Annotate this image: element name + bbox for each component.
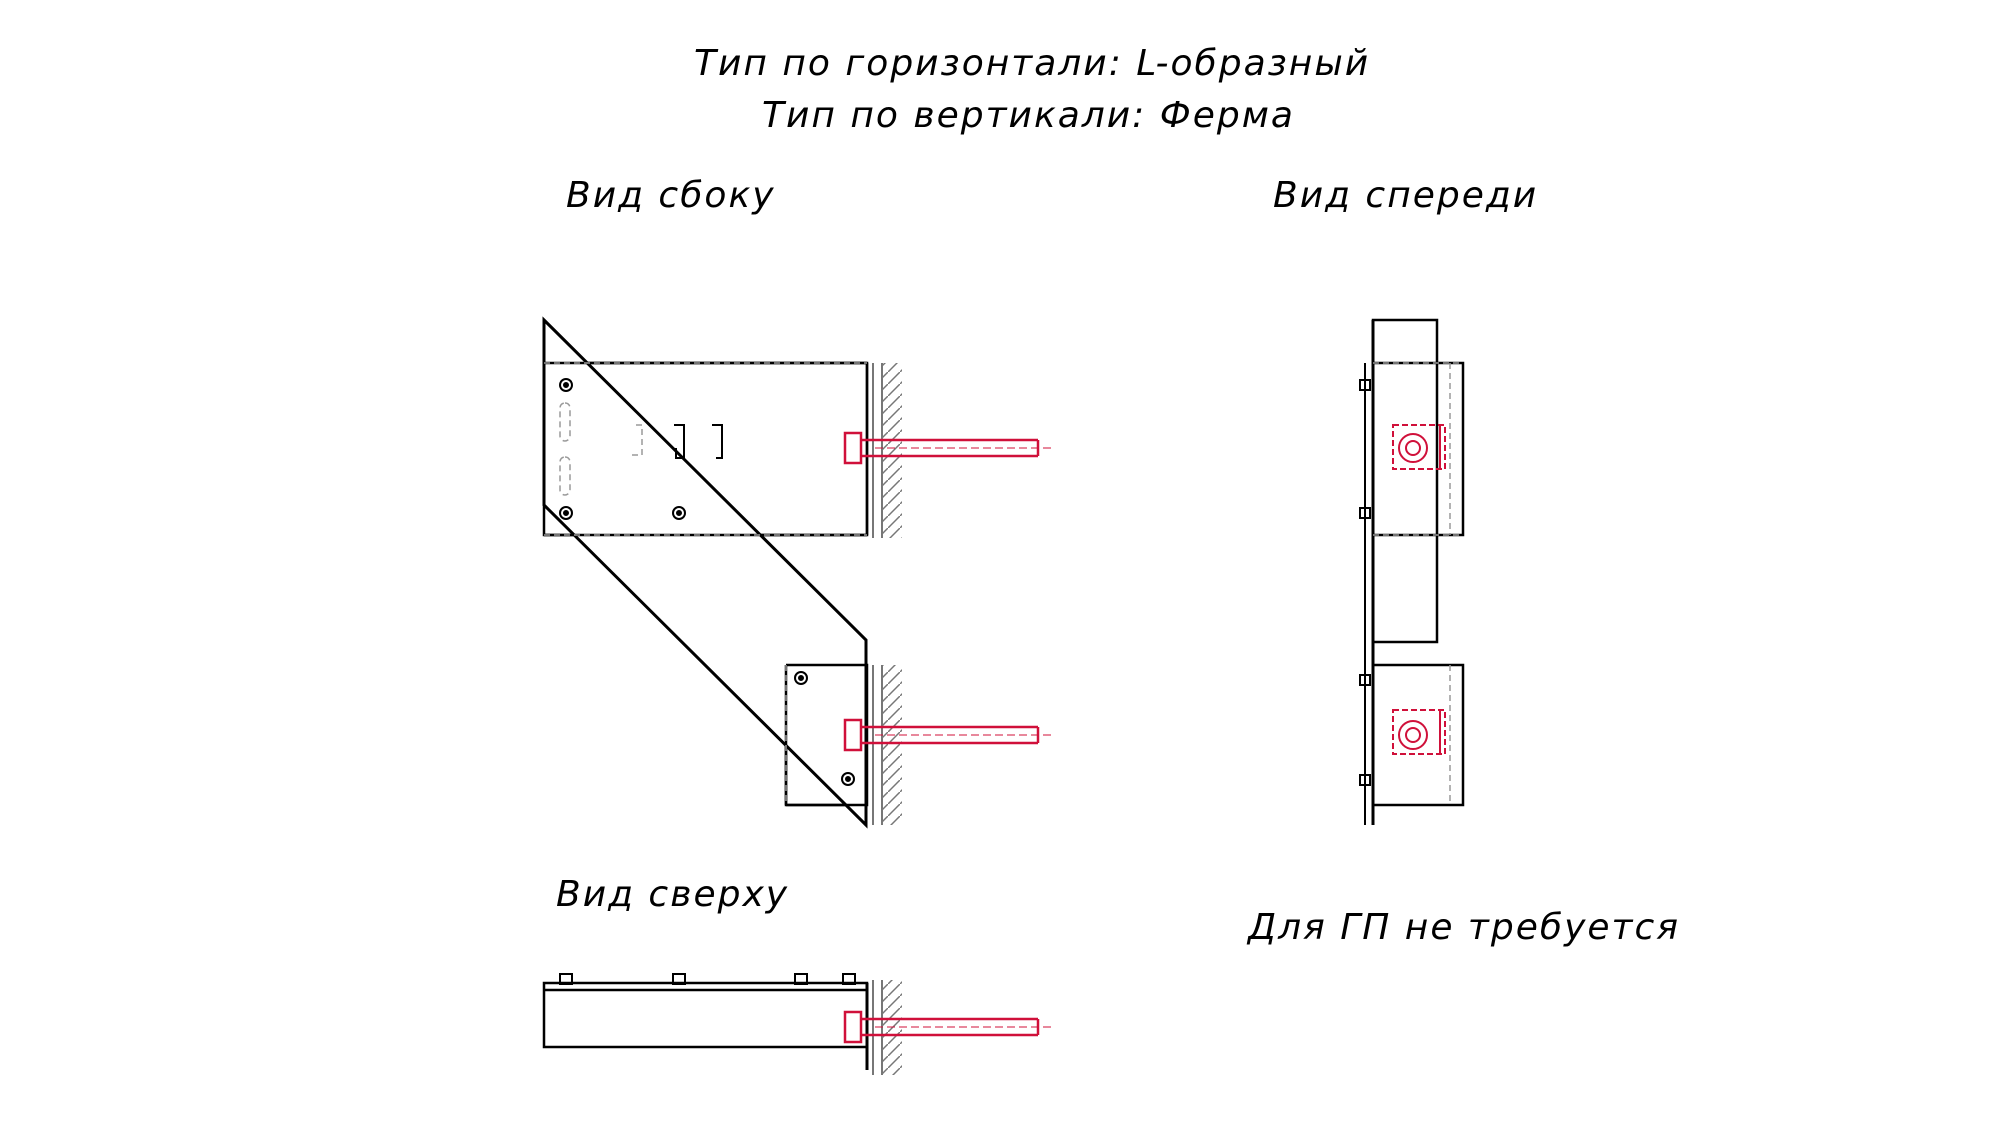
diagonal-strut xyxy=(542,316,868,829)
hidden-lines-front xyxy=(1373,362,1463,805)
note-not-required: Для ГП не требуется xyxy=(1248,907,1680,948)
front-view xyxy=(1359,318,1465,825)
vertical-type-title: Тип по вертикали: Ферма xyxy=(762,95,1295,136)
hidden-lines-side xyxy=(544,362,867,805)
top-view xyxy=(542,973,1055,1075)
wall-hatch-side xyxy=(872,363,902,825)
anchors-top xyxy=(843,1010,1055,1044)
front-upper-plate xyxy=(1371,318,1439,644)
bolts-front xyxy=(1359,379,1371,786)
front-view-label: Вид спереди xyxy=(1273,175,1539,216)
horizontal-type-title: Тип по горизонтали: L-образный xyxy=(694,43,1371,84)
bolts-side xyxy=(559,378,855,786)
top-view-label: Вид сверху xyxy=(556,874,790,915)
anchors-side xyxy=(843,431,1055,752)
top-bracket xyxy=(542,981,869,1049)
side-view-label: Вид сбоку xyxy=(566,175,776,216)
bolts-top xyxy=(559,973,856,985)
side-view xyxy=(542,316,1055,829)
anchors-front xyxy=(1392,424,1446,755)
